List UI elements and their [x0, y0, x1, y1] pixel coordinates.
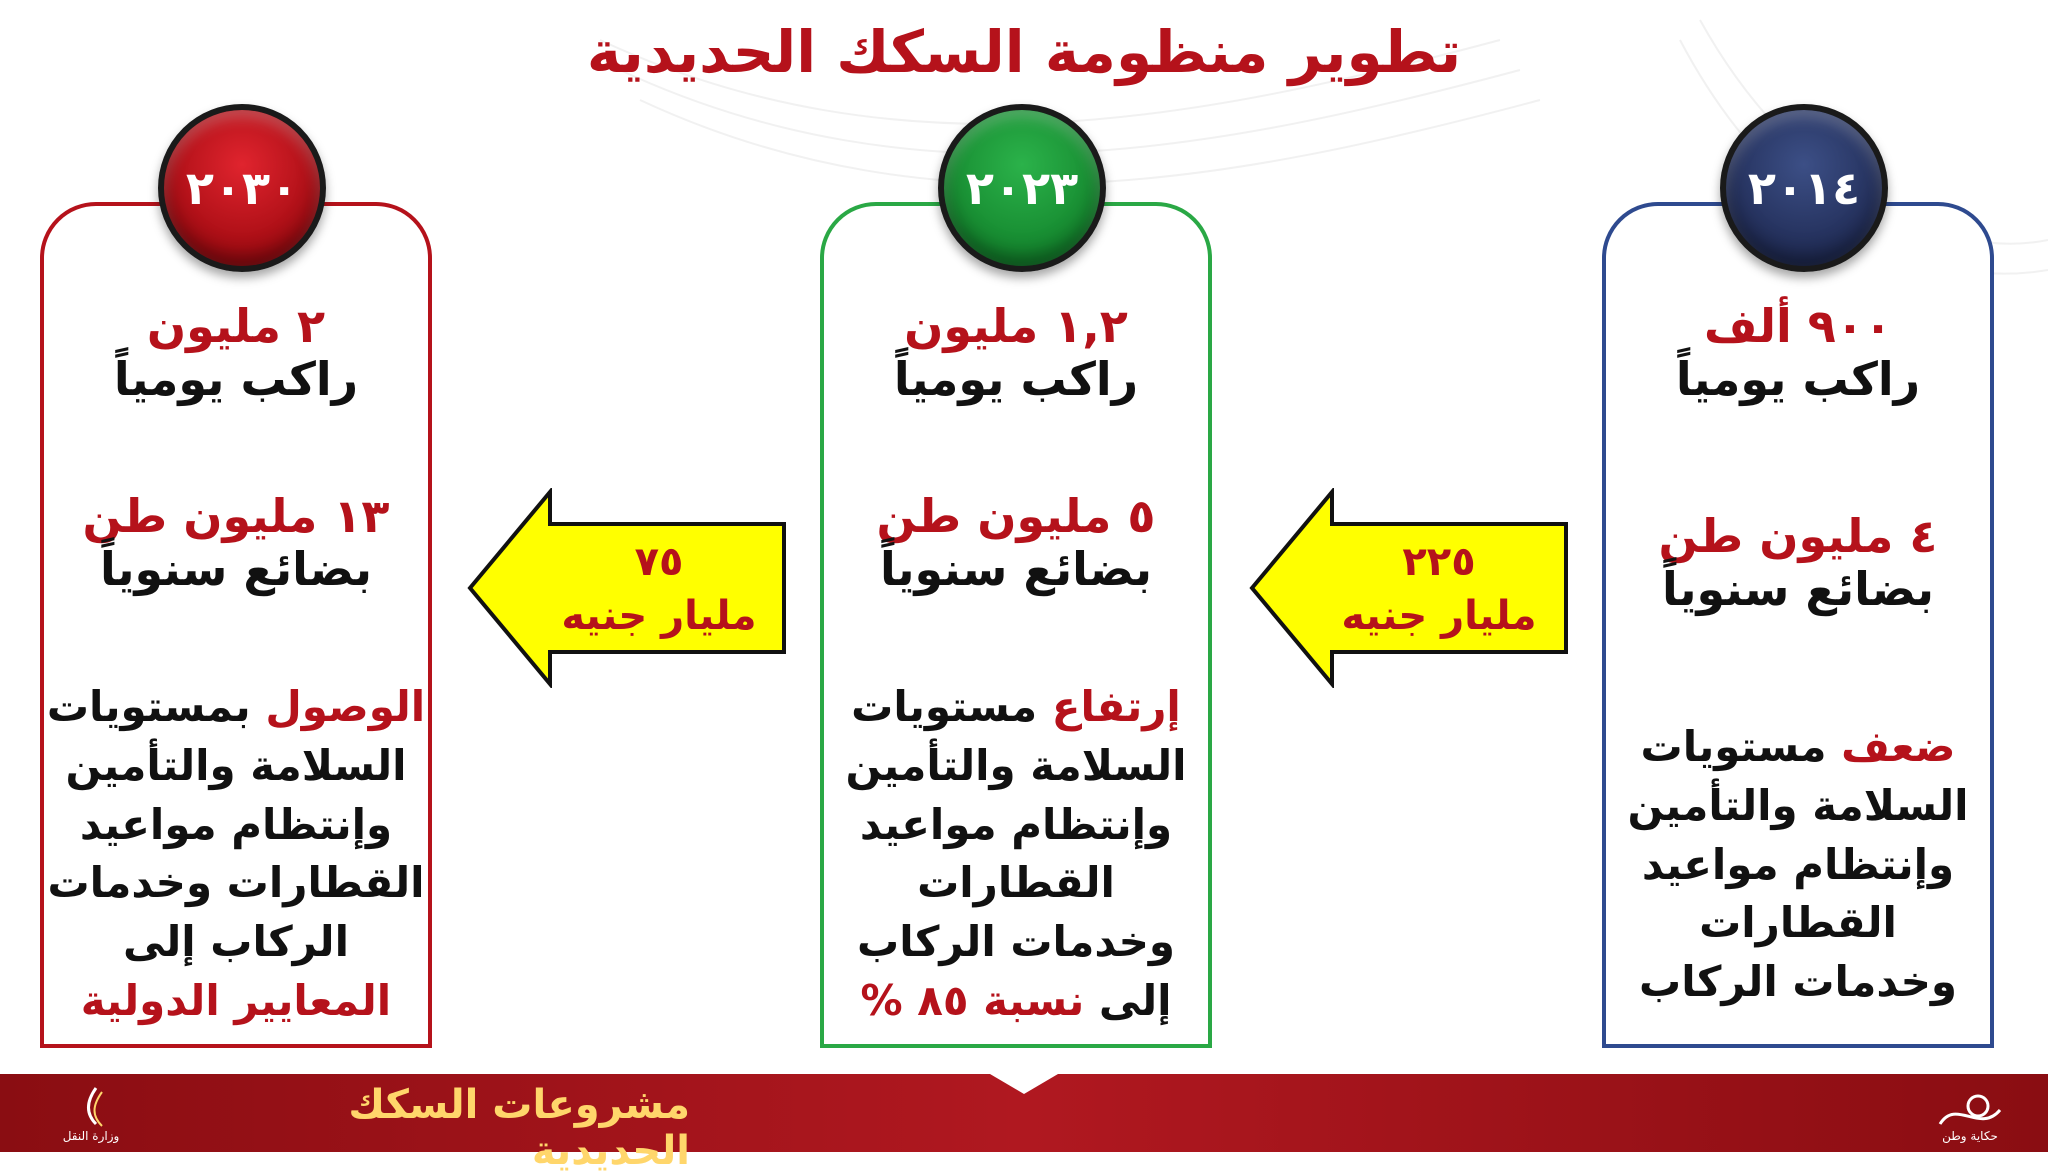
card-2030	[40, 202, 432, 1048]
desc-line: السلامة والتأمين	[65, 740, 407, 790]
goods-label: بضائع سنوياً	[880, 541, 1152, 596]
desc-highlight: ضعف	[1841, 722, 1956, 771]
campaign-logo-icon: حكاية وطن	[1938, 1094, 2002, 1144]
desc-line: ضعف مستويات	[1602, 718, 1994, 777]
investment-unit: مليار جنيه	[561, 593, 757, 639]
passengers-label: راكب يومياً	[893, 351, 1139, 406]
year-badge-2030: ٢٠٣٠	[158, 104, 326, 272]
goods-2023: ٥ مليون طن بضائع سنوياً	[820, 490, 1212, 596]
passengers-value: ١,٢ مليون	[904, 299, 1128, 353]
description-2014: ضعف مستويات السلامة والتأمين وإنتظام موا…	[1602, 718, 1994, 1012]
passengers-value: ٢ مليون	[146, 299, 326, 353]
desc-line: وخدمات الركاب	[857, 917, 1175, 967]
investment-unit: مليار جنيه	[1341, 593, 1537, 639]
arrow-right-label: ٢٢٥ مليار جنيه	[1334, 535, 1544, 643]
desc-text: مستويات	[1640, 722, 1842, 771]
campaign-logo-text: حكاية وطن	[1942, 1129, 1998, 1144]
footer-label: مشروعات السكك الحديدية	[348, 1082, 690, 1174]
passengers-label: راكب يومياً	[113, 351, 359, 406]
card-2014	[1602, 202, 1994, 1048]
passengers-value: ٩٠٠ ألف	[1703, 299, 1893, 353]
desc-line: السلامة والتأمين	[1627, 780, 1969, 830]
goods-label: بضائع سنوياً	[1662, 561, 1934, 616]
desc-line: القطارات	[917, 858, 1115, 908]
goods-value: ٤ مليون طن	[1658, 509, 1938, 563]
desc-line: إرتفاع مستويات	[820, 678, 1212, 737]
description-2030: الوصول بمستويات السلامة والتأمين وإنتظام…	[40, 678, 432, 1031]
page-title: تطوير منظومة السكك الحديدية	[586, 18, 1462, 86]
desc-line: إلى نسبة ٨٥ %	[820, 972, 1212, 1031]
desc-text: بمستويات	[46, 682, 266, 731]
desc-highlight: إرتفاع	[1051, 682, 1181, 731]
desc-line: وإنتظام مواعيد	[1641, 839, 1955, 889]
year-badge-2014: ٢٠١٤	[1720, 104, 1888, 272]
arrow-left-icon	[467, 488, 786, 688]
desc-highlight: الوصول	[265, 682, 426, 731]
desc-line: وخدمات الركاب	[1639, 957, 1957, 1007]
passengers-label: راكب يومياً	[1675, 351, 1921, 406]
desc-line: السلامة والتأمين	[845, 740, 1187, 790]
passengers-2023: ١,٢ مليون راكب يومياً	[820, 300, 1212, 406]
desc-line: المعايير الدولية	[80, 975, 392, 1025]
desc-line: القطارات	[1699, 898, 1897, 948]
desc-line: الوصول بمستويات	[40, 678, 432, 737]
year-badge-2023: ٢٠٢٣	[938, 104, 1106, 272]
goods-value: ٥ مليون طن	[876, 489, 1156, 543]
footer-notch	[990, 1074, 1058, 1094]
desc-text: إلى	[1084, 975, 1172, 1025]
desc-line: وإنتظام مواعيد	[859, 799, 1173, 849]
investment-amount: ٢٢٥	[1402, 539, 1476, 585]
goods-2014: ٤ مليون طن بضائع سنوياً	[1602, 510, 1994, 616]
passengers-2014: ٩٠٠ ألف راكب يومياً	[1602, 300, 1994, 406]
arrow-right-icon	[1249, 488, 1568, 688]
desc-highlight: نسبة ٨٥ %	[860, 975, 1085, 1025]
desc-line: وإنتظام مواعيد	[79, 799, 393, 849]
desc-text: مستويات	[851, 682, 1052, 731]
description-2023: إرتفاع مستويات السلامة والتأمين وإنتظام …	[820, 678, 1212, 1031]
arrow-left-label: ٧٥ مليار جنيه	[554, 535, 764, 643]
ministry-logo-text: وزارة النقل	[63, 1129, 120, 1144]
passengers-2030: ٢ مليون راكب يومياً	[40, 300, 432, 406]
desc-line: الركاب إلى	[123, 917, 349, 967]
desc-line: القطارات وخدمات	[47, 858, 425, 908]
ministry-logo-icon: وزارة النقل	[63, 1087, 120, 1144]
goods-2030: ١٣ مليون طن بضائع سنوياً	[40, 490, 432, 596]
goods-value: ١٣ مليون طن	[82, 489, 390, 543]
investment-amount: ٧٥	[634, 539, 684, 585]
goods-label: بضائع سنوياً	[100, 541, 372, 596]
